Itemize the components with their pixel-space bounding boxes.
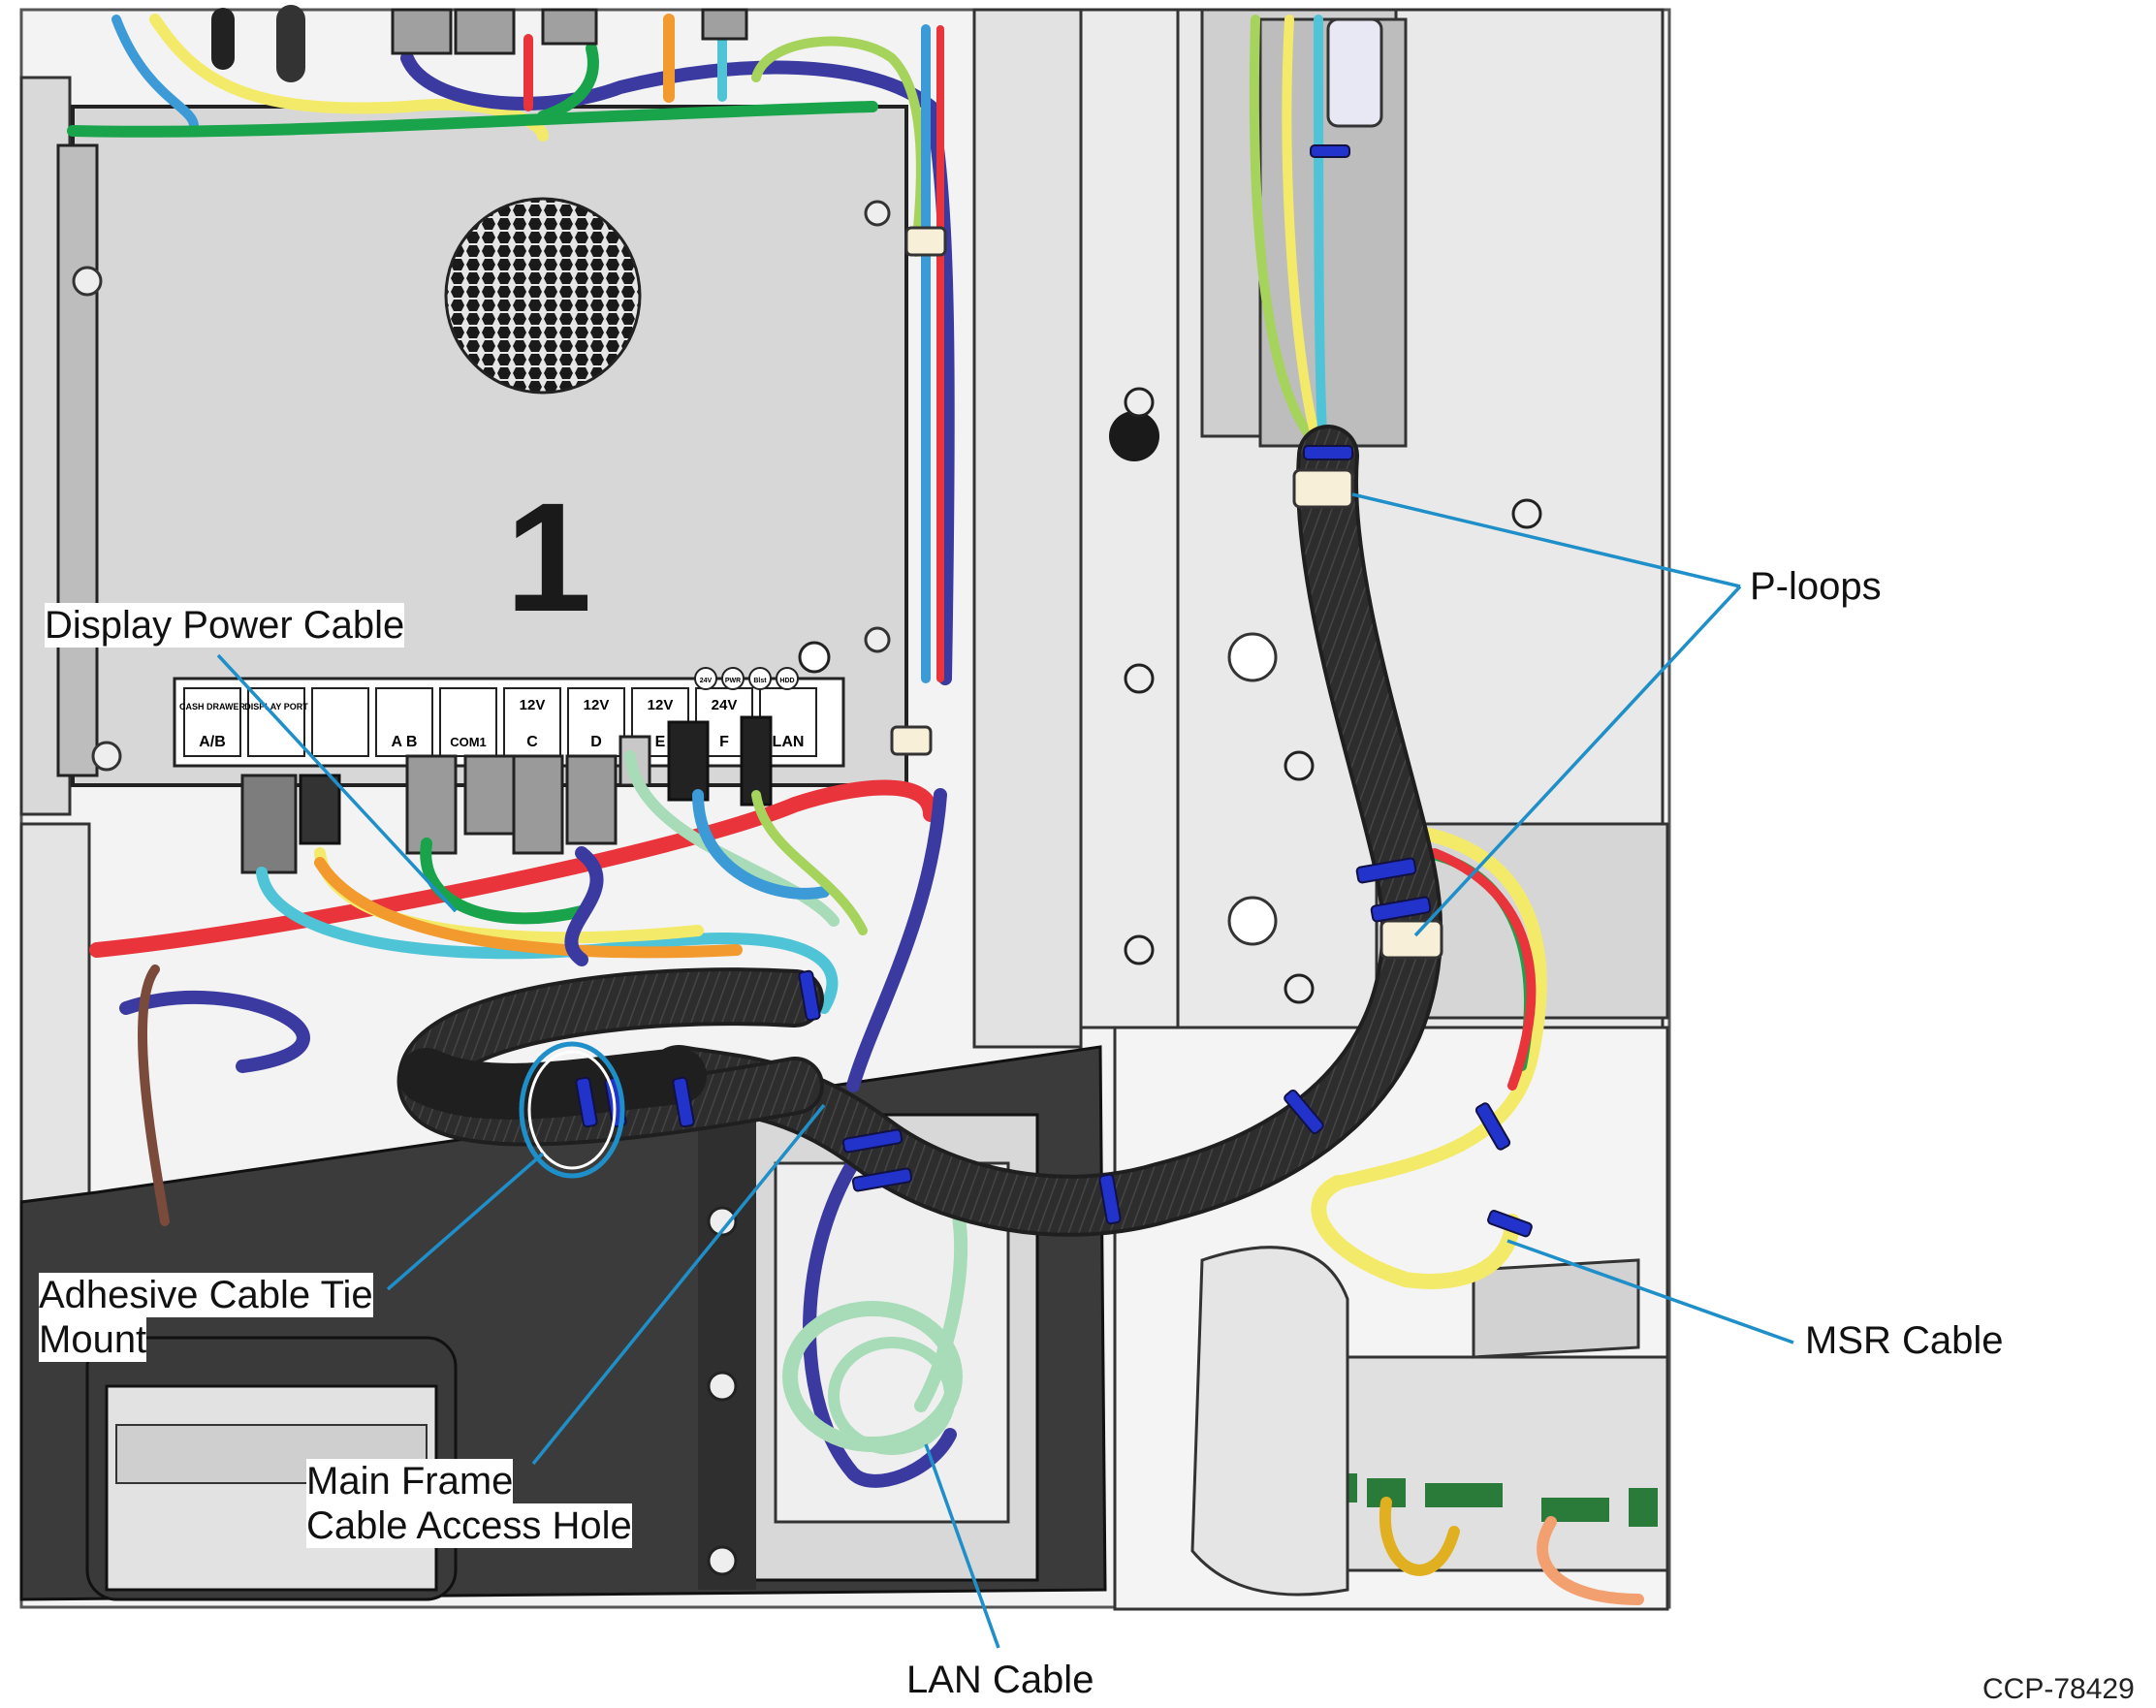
port-label-top: 24V xyxy=(712,697,738,713)
port-label-bottom: F xyxy=(719,734,729,750)
msr-cable-label: MSR Cable xyxy=(1805,1318,2004,1363)
adhesive-mount-highlight xyxy=(519,1041,625,1179)
status-led-label: 24V xyxy=(700,678,713,684)
unit-number: 1 xyxy=(506,470,592,644)
power-button-icon xyxy=(798,641,831,674)
port-label-bottom: LAN xyxy=(773,734,805,750)
port-label-top: 12V xyxy=(648,697,674,713)
p-loops-label: P-loops xyxy=(1750,564,1882,609)
main-frame-label-line2: Cable Access Hole xyxy=(306,1503,632,1548)
adhesive-mount-label-line2: Mount xyxy=(39,1317,147,1362)
port-label-top: 12V xyxy=(520,697,546,713)
port-label-top: DISPLAY PORT xyxy=(244,702,308,712)
controller-unit: 1 CASH DRAWER A/B DISPLAY PORT A B COM1 12V C 1… xyxy=(56,105,908,874)
port-labels: CASH DRAWER A/B DISPLAY PORT A B COM1 12V C 12V… xyxy=(179,687,817,757)
status-led xyxy=(721,667,745,690)
cable-ties xyxy=(575,144,1533,1238)
port-label-bottom: D xyxy=(590,734,602,750)
status-led-label: Blst xyxy=(753,678,767,684)
figure-id: CCP-78429 xyxy=(1982,1673,2135,1705)
status-led xyxy=(748,667,772,690)
status-led-label: PWR xyxy=(725,678,741,684)
p-loop-upper xyxy=(1292,468,1354,509)
main-frame-label-line1: Main Frame xyxy=(306,1459,514,1503)
port-label-box xyxy=(311,687,369,757)
status-led xyxy=(776,667,799,690)
top-cables xyxy=(67,5,1328,685)
port-label-box xyxy=(375,687,433,757)
top-connectors xyxy=(391,8,1383,128)
port-label-box xyxy=(183,687,241,757)
port-label-bottom: C xyxy=(526,734,538,750)
port-label-bottom: E xyxy=(655,734,666,750)
status-led-label: HDD xyxy=(779,678,794,684)
port-label-bottom: COM1 xyxy=(450,735,487,749)
adhesive-mount-label-line1: Adhesive Cable Tie xyxy=(39,1273,373,1317)
status-led-row: 24V PWR Blst HDD xyxy=(694,641,831,690)
p-loop-lower xyxy=(1379,919,1443,960)
frame-screws xyxy=(707,387,1542,1576)
port-label-bottom: A/B xyxy=(199,734,226,750)
port-label-bottom: A B xyxy=(392,734,418,750)
port-label-top: 12V xyxy=(584,697,610,713)
status-led xyxy=(694,667,717,690)
p-loop-clips xyxy=(890,226,1443,960)
lower-cables xyxy=(89,750,1644,1605)
port-label-box xyxy=(439,687,497,757)
display-power-cable-label: Display Power Cable xyxy=(45,603,405,648)
lan-cable-label: LAN Cable xyxy=(906,1658,1094,1702)
callout-leaders xyxy=(216,492,1794,1649)
port-label-top: CASH DRAWER xyxy=(179,702,246,712)
